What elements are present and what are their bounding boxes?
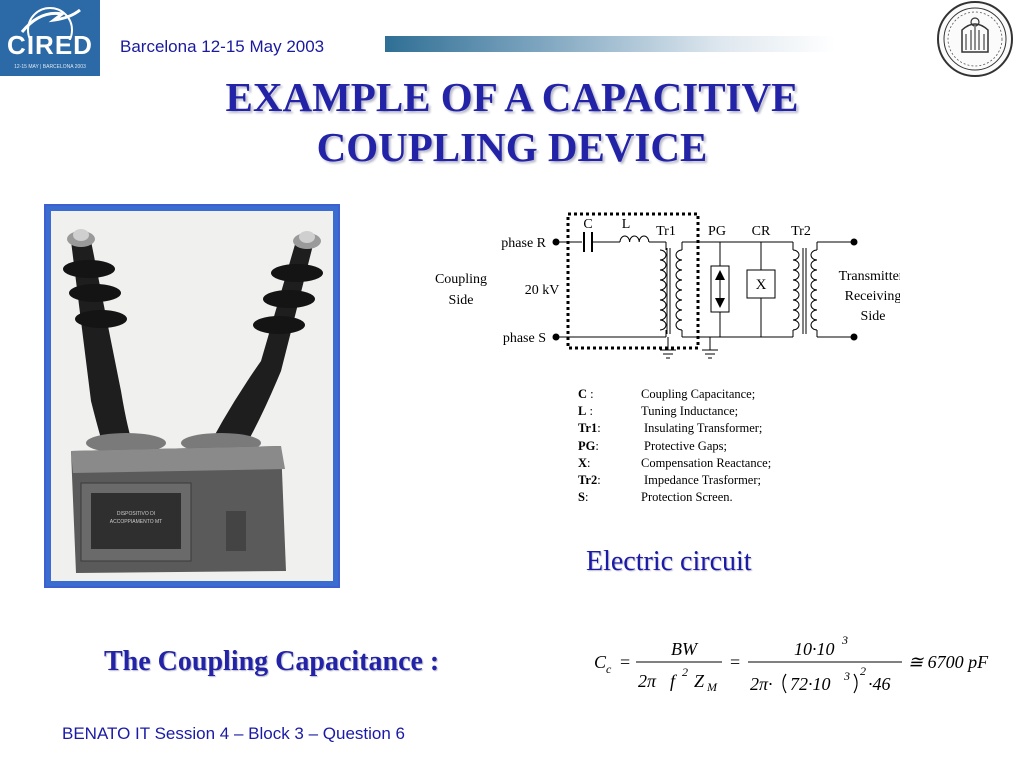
formula-result: ≅ 6700 pF xyxy=(908,652,989,672)
university-seal-icon xyxy=(937,1,1013,77)
formula-eq-2: = xyxy=(730,652,740,672)
terminal-tx-bottom xyxy=(850,333,858,341)
legend-separator: : xyxy=(584,490,589,505)
formula-den1-z: Z xyxy=(694,671,705,691)
lightning-icon xyxy=(20,7,81,40)
electric-circuit-diagram: C L Tr1 PG CR Tr2 X phase R phase S 20 k… xyxy=(435,212,900,359)
legend-key: Tr1 xyxy=(578,421,598,436)
conference-label: Barcelona 12-15 May 2003 xyxy=(120,37,325,56)
formula-num-1: BW xyxy=(671,639,699,659)
tr1-secondary-coil xyxy=(675,249,683,331)
formula-den2-sq: 2 xyxy=(860,664,866,678)
formula-num-2: 10·10 xyxy=(794,639,835,659)
legend-row: X: Compensation Reactance; xyxy=(578,455,771,472)
formula-c: C xyxy=(594,652,607,672)
label-tx-1: Transmitter/ xyxy=(839,269,900,284)
page-title: EXAMPLE OF A CAPACITIVE COUPLING DEVICE xyxy=(112,72,912,172)
label-tr2: Tr2 xyxy=(791,224,811,239)
capacitance-formula: C c = BW 2π f 2 Z M = 10·10 3 2π· 72·10 … xyxy=(594,633,989,694)
coupling-device-image: DISPOSITIVO DI ACCOPPIAMENTO MT xyxy=(51,211,333,581)
terminal-phase-s xyxy=(552,333,560,341)
label-pg: PG xyxy=(708,224,726,239)
formula-den2-c: ·46 xyxy=(868,674,891,694)
legend-separator: : xyxy=(597,421,601,436)
legend-separator: : xyxy=(597,472,601,487)
legend-description: Protective Gaps; xyxy=(644,438,727,453)
legend-key: X xyxy=(578,455,588,470)
title-line-2: COUPLING DEVICE xyxy=(316,124,708,170)
legend-row: Tr1: Insulating Transformer; xyxy=(578,420,762,437)
tr2-primary-coil xyxy=(792,249,800,331)
header-gradient-bar xyxy=(385,36,835,52)
legend-key: S xyxy=(578,490,585,505)
formula-den1-f: f xyxy=(670,671,678,691)
logo-text: CIRED xyxy=(7,30,93,60)
label-coupling-side-2: Side xyxy=(449,293,474,308)
device-photo: DISPOSITIVO DI ACCOPPIAMENTO MT xyxy=(51,211,333,581)
coupling-capacitance-label: The Coupling Capacitance : xyxy=(104,646,440,677)
compensation-reactance-box xyxy=(746,269,776,299)
label-voltage: 20 kV xyxy=(525,283,560,298)
formula-den2-a: 2π· xyxy=(750,674,773,694)
legend-description: Tuning Inductance; xyxy=(641,404,739,419)
label-phase-r: phase R xyxy=(501,236,546,251)
formula-eq-1: = xyxy=(620,652,630,672)
legend-row: L : Tuning Inductance; xyxy=(578,403,738,420)
legend-separator: : xyxy=(595,438,599,453)
legend-key: Tr2 xyxy=(578,472,598,487)
legend-key: C xyxy=(578,387,588,401)
plate-text-2: ACCOPPIAMENTO MT xyxy=(110,519,162,525)
label-tr1: Tr1 xyxy=(656,224,676,239)
legend-row: Tr2: Impedance Trasformer; xyxy=(578,472,761,489)
cired-logo: CIRED 12-15 MAY | BARCELONA 2003 xyxy=(0,0,100,76)
formula-den1-m: M xyxy=(706,680,718,694)
label-tx-3: Side xyxy=(861,309,886,324)
legend-separator: : xyxy=(587,455,591,470)
label-c: C xyxy=(583,217,592,232)
plate-text-1: DISPOSITIVO DI xyxy=(117,511,155,517)
legend-description: Impedance Trasformer; xyxy=(644,472,761,487)
terminal-tx-top xyxy=(850,238,858,246)
legend-key: PG xyxy=(578,438,596,453)
label-x: X xyxy=(756,277,767,293)
footer-session-info: BENATO IT Session 4 – Block 3 – Question… xyxy=(62,724,406,743)
tr1-primary-coil xyxy=(659,249,667,331)
circuit-caption: Electric circuit xyxy=(586,546,752,577)
device-photo-frame: DISPOSITIVO DI ACCOPPIAMENTO MT xyxy=(44,204,340,588)
formula-den2-b: 72·10 xyxy=(790,674,831,694)
legend-row: S: Protection Screen. xyxy=(578,489,733,506)
tr2-secondary-coil xyxy=(810,249,818,331)
legend-row: C : Coupling Capacitance; xyxy=(578,386,755,403)
legend-key: L xyxy=(578,404,587,419)
title-line-1: EXAMPLE OF A CAPACITIVE xyxy=(225,74,799,120)
label-l: L xyxy=(622,217,631,232)
logo-subtext: 12-15 MAY | BARCELONA 2003 xyxy=(14,64,86,70)
label-phase-s: phase S xyxy=(503,331,546,346)
legend-description: Compensation Reactance; xyxy=(641,455,772,470)
circuit-legend: C : Coupling Capacitance; L : Tuning Induct… xyxy=(578,386,771,506)
formula-num-2-exp: 3 xyxy=(841,633,848,647)
legend-description: Protection Screen. xyxy=(641,490,733,505)
protective-gaps-symbol xyxy=(710,265,730,313)
formula-den1-a: 2π xyxy=(638,671,657,691)
inductor-symbol xyxy=(619,235,650,243)
label-coupling-side-1: Coupling xyxy=(435,272,487,287)
terminal-phase-r xyxy=(552,238,560,246)
legend-separator: : xyxy=(586,404,593,419)
formula-c-sub: c xyxy=(606,662,612,676)
formula-den2-exp: 3 xyxy=(843,669,850,683)
legend-description: Insulating Transformer; xyxy=(644,421,763,436)
label-tx-2: Receiving xyxy=(845,289,900,304)
label-cr: CR xyxy=(752,224,771,239)
formula-den1-2: 2 xyxy=(682,665,688,679)
legend-row: PG: Protective Gaps; xyxy=(578,438,727,455)
legend-separator: : xyxy=(587,387,594,401)
legend-description: Coupling Capacitance; xyxy=(641,387,756,401)
